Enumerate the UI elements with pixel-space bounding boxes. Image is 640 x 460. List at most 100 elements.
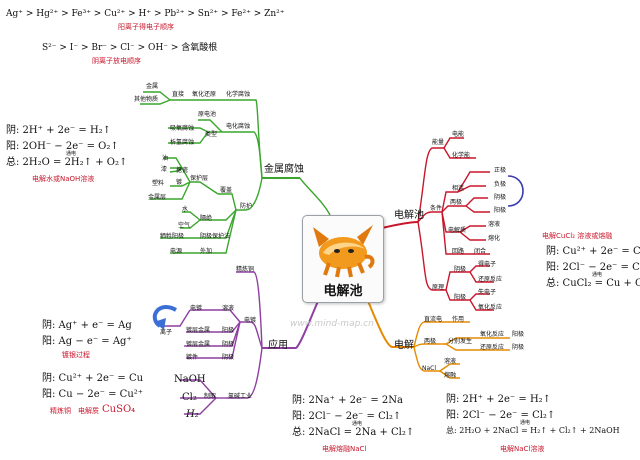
molten-eq-cathode: 阴: 2Na⁺ + 2e⁻ = 2Na bbox=[292, 395, 404, 406]
node-plated-metal-2[interactable]: 镀层金属 bbox=[186, 341, 211, 348]
cucl2-eq-cathode: 阴: Cu²⁺ + 2e⁻ = Cu bbox=[546, 246, 640, 257]
node-conditions[interactable]: 条件 bbox=[430, 205, 443, 212]
branch-corrosion[interactable]: 金属腐蚀 bbox=[264, 164, 304, 175]
node-air[interactable]: 空气 bbox=[178, 222, 191, 229]
node-chemical-energy[interactable]: 化学能 bbox=[452, 152, 471, 159]
solution-eq-cathode: 阴: 2H⁺ + 2e⁻ = H₂↑ bbox=[446, 394, 552, 405]
cation-caption: 阳离子得电子顺序 bbox=[118, 23, 174, 31]
node-electrolyte[interactable]: 电解质 bbox=[448, 227, 467, 234]
water-caption: 电解水或NaOH溶液 bbox=[32, 175, 95, 183]
node-two-poles[interactable]: 两极 bbox=[450, 199, 463, 206]
anion-caption: 阴离子放电顺序 bbox=[92, 57, 141, 65]
node-electrochemical[interactable]: 电化腐蚀 bbox=[226, 123, 251, 130]
branch-application[interactable]: 应用 bbox=[268, 340, 288, 351]
node-oil[interactable]: 油 bbox=[162, 155, 169, 162]
node-water[interactable]: 水 bbox=[182, 206, 189, 213]
node-direct[interactable]: 直接 bbox=[172, 91, 185, 98]
node-chemical-corrosion[interactable]: 化学腐蚀 bbox=[226, 91, 251, 98]
node-direct-current[interactable]: 直流电 bbox=[424, 316, 443, 323]
node-el-molten[interactable]: 熔融 bbox=[444, 372, 457, 379]
water-eq-cathode: 阴: 2H⁺ + 2e⁻ = H₂↑ bbox=[6, 125, 112, 136]
node-oxidation[interactable]: 氧化反应 bbox=[478, 304, 503, 311]
anion-order: S²⁻ > I⁻ > Br⁻ > Cl⁻ > OH⁻ > 含氧酸根 bbox=[42, 43, 218, 53]
node-production[interactable]: 制取 bbox=[204, 393, 217, 400]
branch-electrolysis[interactable]: 电解 bbox=[394, 340, 414, 351]
node-copper-refining[interactable]: 精炼铜 bbox=[236, 266, 255, 273]
node-molten[interactable]: 熔化 bbox=[488, 235, 501, 242]
node-reduction[interactable]: 还原反应 bbox=[478, 276, 503, 283]
copper-eq-anode: 阳: Cu − 2e⁻ = Cu²⁺ bbox=[42, 389, 144, 400]
node-protection[interactable]: 防护 bbox=[240, 203, 253, 210]
node-type[interactable]: 类型 bbox=[205, 131, 218, 138]
fox-icon bbox=[313, 225, 375, 278]
node-closed[interactable]: 闭合 bbox=[474, 248, 487, 255]
node-plastic[interactable]: 塑料 bbox=[152, 180, 165, 187]
node-redox[interactable]: 氧化还原 bbox=[192, 91, 217, 98]
node-separately[interactable]: 分别发生 bbox=[448, 338, 473, 345]
node-positive[interactable]: 正极 bbox=[494, 167, 507, 174]
node-el-two-poles[interactable]: 两极 bbox=[424, 338, 437, 345]
node-app-cathode[interactable]: 阴极 bbox=[222, 341, 235, 348]
node-plating-solution[interactable]: 溶液 bbox=[222, 305, 235, 312]
node-cover[interactable]: 覆盖 bbox=[220, 187, 233, 194]
node-el-nacl[interactable]: NaCl bbox=[422, 365, 437, 372]
branch-electrolytic[interactable]: 电解池 bbox=[394, 210, 424, 221]
water-eq-total: 总: 2H₂O = 2H₂↑ + O₂↑ bbox=[6, 157, 128, 168]
molten-eq-anode: 阳: 2Cl⁻ − 2e⁻ = Cl₂↑ bbox=[292, 411, 402, 422]
node-cathodic-protection[interactable]: 阴极保护法 bbox=[200, 233, 231, 240]
node-electric-energy[interactable]: 电能 bbox=[452, 131, 465, 138]
node-principle[interactable]: 原理 bbox=[432, 284, 445, 291]
node-energy[interactable]: 能量 bbox=[432, 139, 445, 146]
node-app-anode[interactable]: 阳极 bbox=[222, 327, 235, 334]
node-app-cathode-2[interactable]: 阴极 bbox=[222, 354, 235, 361]
node-sacrificial-anode[interactable]: 牺牲阳极 bbox=[160, 233, 185, 240]
cucl2-over-label: 通电 bbox=[592, 272, 603, 278]
node-action[interactable]: 作用 bbox=[452, 316, 465, 323]
node-el-anode[interactable]: 阳极 bbox=[512, 331, 525, 338]
node-chlor-alkali[interactable]: 氯碱工业 bbox=[228, 393, 253, 400]
node-isolation[interactable]: 隔绝 bbox=[200, 215, 213, 222]
node-principle-anode[interactable]: 阳极 bbox=[454, 294, 467, 301]
node-electrolyte-top[interactable]: 电镀 bbox=[190, 305, 203, 312]
node-anode[interactable]: 阳极 bbox=[494, 207, 507, 214]
node-other[interactable]: 其他物质 bbox=[134, 96, 159, 103]
node-cathode[interactable]: 阴极 bbox=[494, 194, 507, 201]
central-topic[interactable]: 电解池 bbox=[302, 215, 384, 303]
node-el-oxidation[interactable]: 氧化反应 bbox=[480, 331, 505, 338]
node-metal[interactable]: 金属 bbox=[146, 83, 159, 90]
node-plating-part[interactable]: 镀件 bbox=[186, 354, 199, 361]
node-lose-electrons[interactable]: 失电子 bbox=[478, 289, 497, 296]
node-metal-layer[interactable]: 金属层 bbox=[148, 194, 167, 201]
node-primary-cell[interactable]: 原电池 bbox=[198, 111, 217, 118]
node-connected[interactable]: 相连 bbox=[452, 185, 465, 192]
node-enamel[interactable]: 搪瓷 bbox=[176, 167, 189, 174]
node-plated-metal[interactable]: 镀层金属 bbox=[186, 327, 211, 334]
node-external[interactable]: 外加 bbox=[200, 248, 213, 255]
silver-caption: 镀银过程 bbox=[62, 351, 90, 359]
node-gain-electrons[interactable]: 得电子 bbox=[478, 261, 497, 268]
node-ion[interactable]: 离子 bbox=[160, 329, 173, 336]
node-paint[interactable]: 漆 bbox=[161, 166, 168, 173]
solution-over-label: 通电 bbox=[520, 420, 531, 426]
node-oxygen-corrosion[interactable]: 吸氧腐蚀 bbox=[170, 125, 195, 132]
product-h2: H₂ bbox=[186, 409, 199, 420]
node-principle-cathode[interactable]: 阴极 bbox=[454, 266, 467, 273]
application-lines bbox=[160, 271, 319, 415]
copper-eq-cathode: 阴: Cu²⁺ + 2e⁻ = Cu bbox=[42, 373, 144, 384]
node-el-reduction[interactable]: 还原反应 bbox=[480, 344, 505, 351]
node-power[interactable]: 电源 bbox=[170, 248, 183, 255]
node-protective-layer[interactable]: 保护层 bbox=[190, 175, 209, 182]
node-plating[interactable]: 镀 bbox=[176, 179, 183, 186]
node-solution[interactable]: 溶液 bbox=[488, 221, 501, 228]
molten-caption: 电解熔融NaCl bbox=[322, 445, 367, 453]
node-hydrogen-corrosion[interactable]: 析氢腐蚀 bbox=[170, 139, 195, 146]
node-el-cathode[interactable]: 阴极 bbox=[512, 344, 525, 351]
node-negative[interactable]: 负极 bbox=[494, 181, 507, 188]
node-el-solution[interactable]: 溶液 bbox=[444, 358, 457, 365]
solution-eq-total: 总: 2H₂O + 2NaCl = H₂↑ + Cl₂↑ + 2NaOH bbox=[446, 426, 620, 435]
node-circuit[interactable]: 回路 bbox=[452, 248, 465, 255]
product-naoh: NaOH bbox=[174, 374, 206, 385]
molten-eq-total: 总: 2NaCl = 2Na + Cl₂↑ bbox=[292, 427, 415, 438]
silver-eq-cathode: 阴: Ag⁺ + e⁻ = Ag bbox=[42, 320, 132, 331]
node-electroplating[interactable]: 电镀 bbox=[244, 317, 257, 324]
